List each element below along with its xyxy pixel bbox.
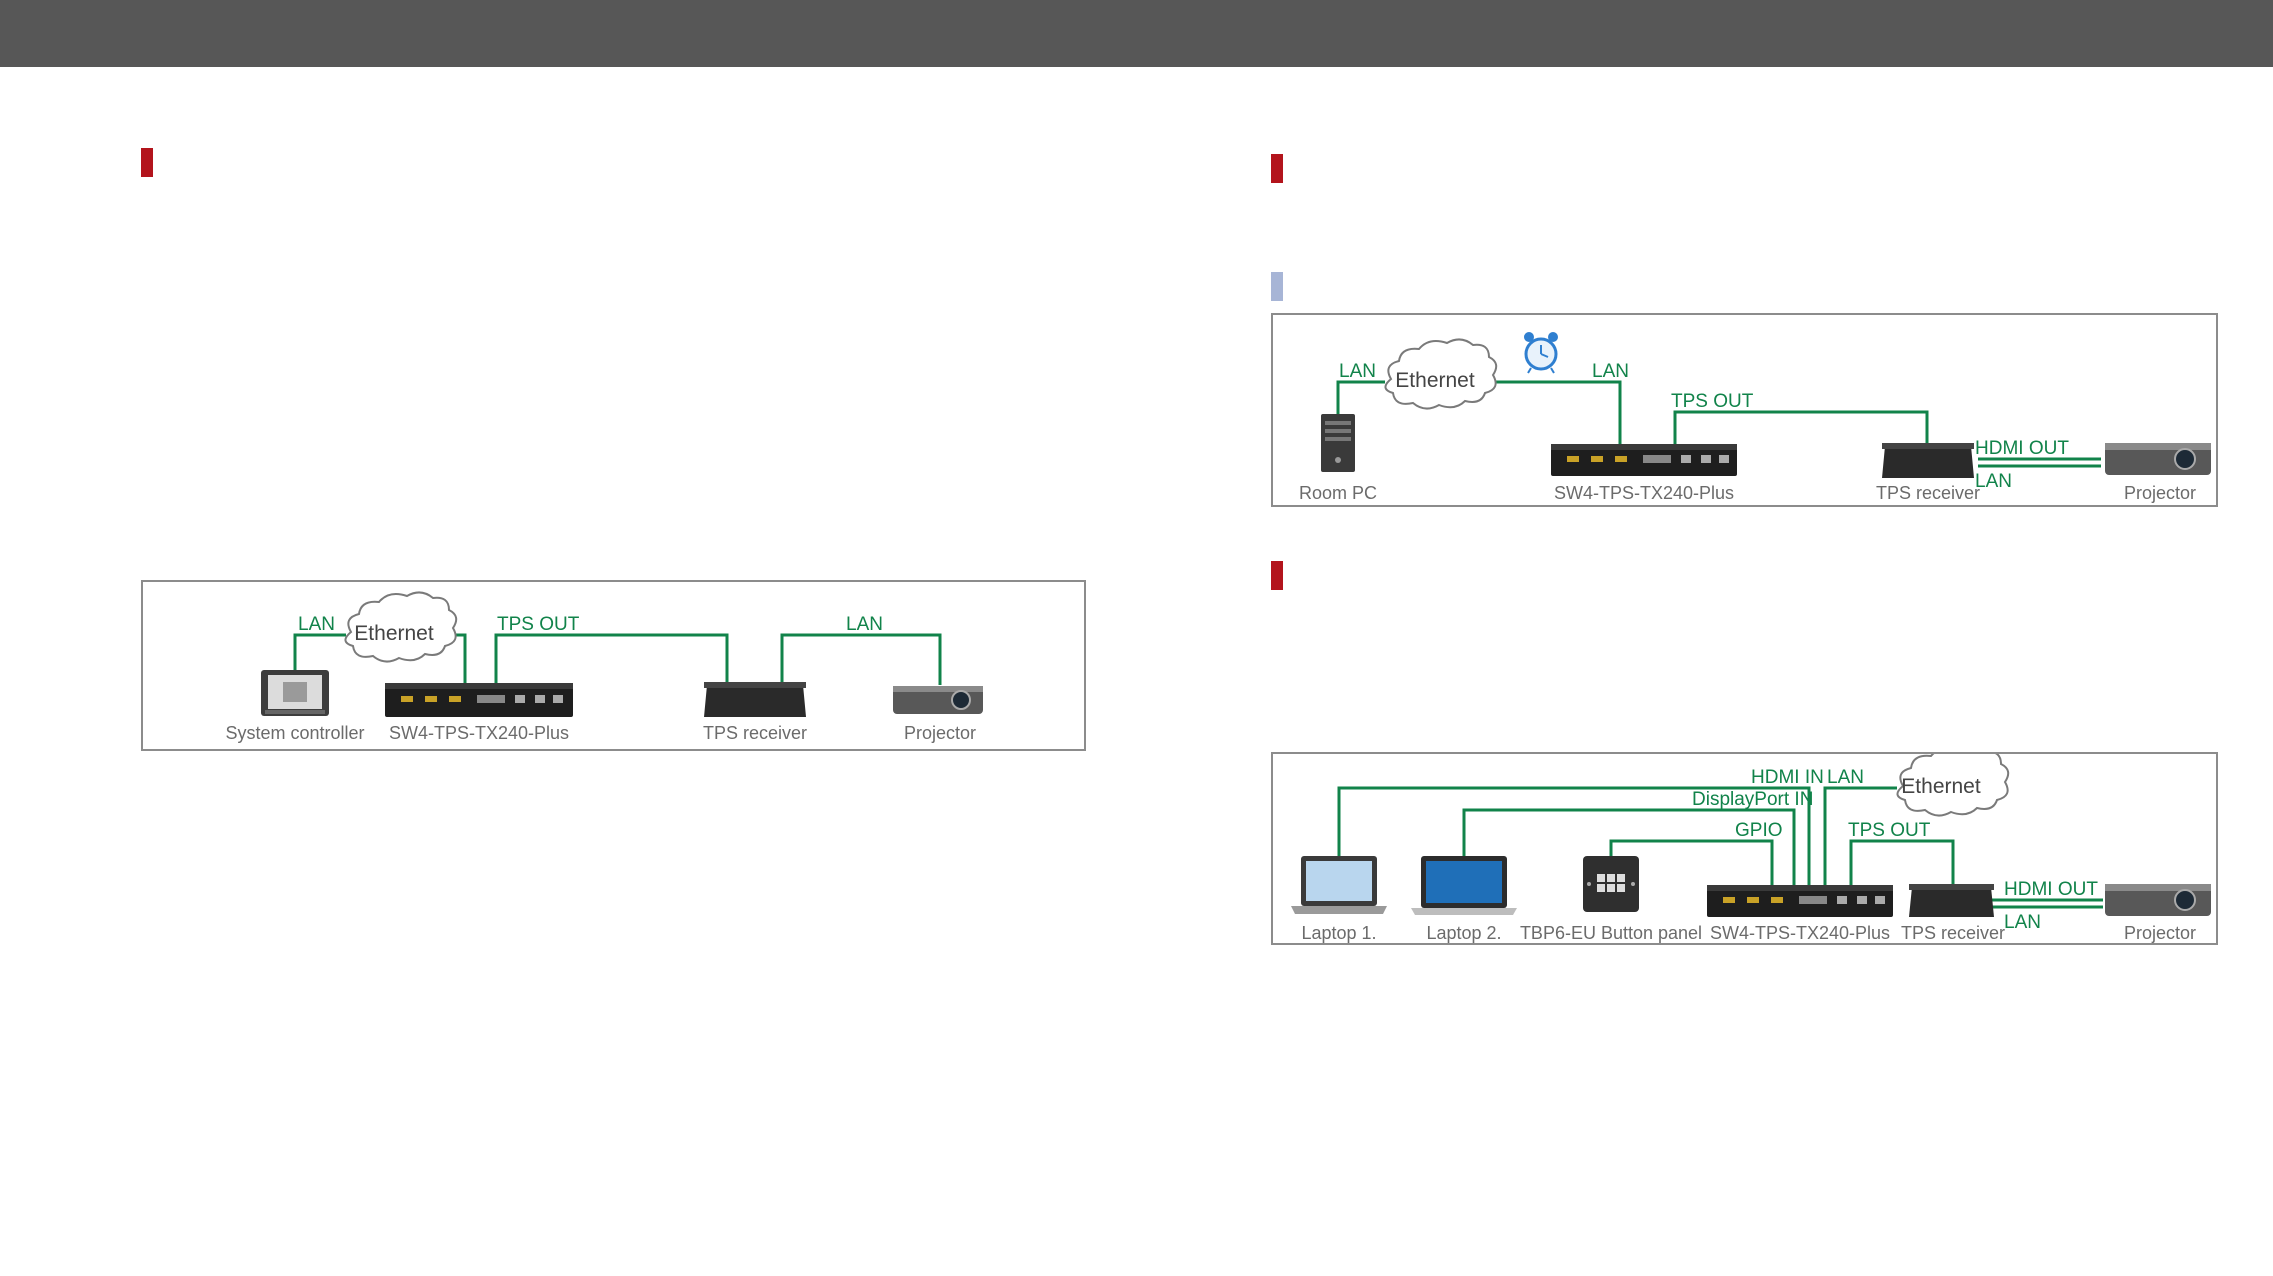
wire-tps-out: [1673, 410, 1929, 446]
label-switcher: SW4-TPS-TX240-Plus: [389, 723, 569, 743]
page-header-bar: [0, 0, 2273, 67]
label-projector: Projector: [2124, 923, 2196, 943]
ethernet-cloud-icon: Ethernet: [344, 591, 458, 663]
label-room-pc: Room PC: [1299, 483, 1377, 503]
wire-lan: [1823, 786, 1897, 887]
section-marker-1: [141, 148, 153, 177]
switcher-device-icon: [1551, 444, 1737, 476]
diagram-room-pc: LAN LAN TPS OUT HDMI OUT LAN Ethernet Ro…: [1271, 313, 2218, 507]
label-projector: Projector: [2124, 483, 2196, 503]
label-lan-switcher: LAN: [1592, 361, 1629, 382]
wire-displayport-in: [1462, 808, 1796, 887]
ethernet-cloud-icon: Ethernet: [1384, 338, 1498, 410]
alarm-clock-icon: [1524, 332, 1558, 374]
wire-hdmi-in: [1337, 786, 1811, 887]
tps-receiver-icon: [1909, 884, 1994, 917]
projector-icon: [2105, 884, 2211, 916]
switcher-device-icon: [385, 683, 573, 717]
label-lan-pc: LAN: [1339, 361, 1376, 382]
label-lan-projector: LAN: [2004, 912, 2041, 933]
label-lan: LAN: [1827, 767, 1864, 788]
system-controller-icon: [261, 670, 329, 716]
wire-tps-out: [1849, 839, 1955, 887]
switcher-device-icon: [1707, 885, 1893, 917]
button-panel-icon: [1583, 856, 1639, 912]
wire-lan-pc: [1336, 380, 1385, 414]
section-marker-3: [1271, 561, 1283, 590]
label-button-panel: TBP6-EU Button panel: [1520, 923, 1702, 943]
label-tps-receiver: TPS receiver: [703, 723, 807, 743]
wire-lan-controller: [293, 633, 346, 673]
ethernet-cloud-icon: Ethernet: [1896, 754, 2010, 817]
label-tps-receiver: TPS receiver: [1876, 483, 1980, 503]
cloud-label: Ethernet: [1901, 775, 1981, 798]
label-switcher: SW4-TPS-TX240-Plus: [1554, 483, 1734, 503]
label-hdmi-out: HDMI OUT: [2004, 879, 2098, 900]
cloud-label: Ethernet: [354, 622, 434, 645]
label-laptop-2: Laptop 2.: [1426, 923, 1501, 943]
label-tps-out: TPS OUT: [1671, 391, 1754, 412]
label-switcher: SW4-TPS-TX240-Plus: [1710, 923, 1890, 943]
wire-lan-projector: [780, 633, 942, 685]
label-tps-out: TPS OUT: [497, 614, 580, 635]
label-tps-receiver: TPS receiver: [1901, 923, 2005, 943]
label-projector: Projector: [904, 723, 976, 743]
label-system-controller: System controller: [225, 723, 364, 743]
wire-gpio: [1609, 839, 1774, 887]
label-tps-out: TPS OUT: [1848, 820, 1931, 841]
label-hdmi-in: HDMI IN: [1751, 767, 1824, 788]
laptop-2-icon: [1411, 856, 1517, 915]
figure-marker: [1271, 272, 1283, 301]
label-gpio: GPIO: [1735, 820, 1783, 841]
projector-icon: [2105, 443, 2211, 475]
section-marker-2: [1271, 154, 1283, 183]
diagram-system-controller: LAN TPS OUT LAN Ethernet System controll…: [141, 580, 1086, 751]
cloud-label: Ethernet: [1395, 369, 1475, 392]
room-pc-icon: [1321, 414, 1355, 472]
label-displayport-in: DisplayPort IN: [1692, 789, 1813, 810]
wire-tps-out: [494, 633, 729, 685]
diagram-button-panel: HDMI IN LAN DisplayPort IN GPIO TPS OUT …: [1271, 752, 2218, 945]
tps-receiver-icon: [1882, 443, 1974, 478]
laptop-1-icon: [1291, 856, 1387, 914]
label-lan-right: LAN: [846, 614, 883, 635]
projector-icon: [893, 686, 983, 714]
tps-receiver-icon: [704, 682, 806, 717]
label-lan-projector: LAN: [1975, 471, 2012, 492]
label-hdmi-out: HDMI OUT: [1975, 438, 2069, 459]
label-laptop-1: Laptop 1.: [1301, 923, 1376, 943]
wire-lan-switcher: [1486, 380, 1622, 446]
label-lan-left: LAN: [298, 614, 335, 635]
